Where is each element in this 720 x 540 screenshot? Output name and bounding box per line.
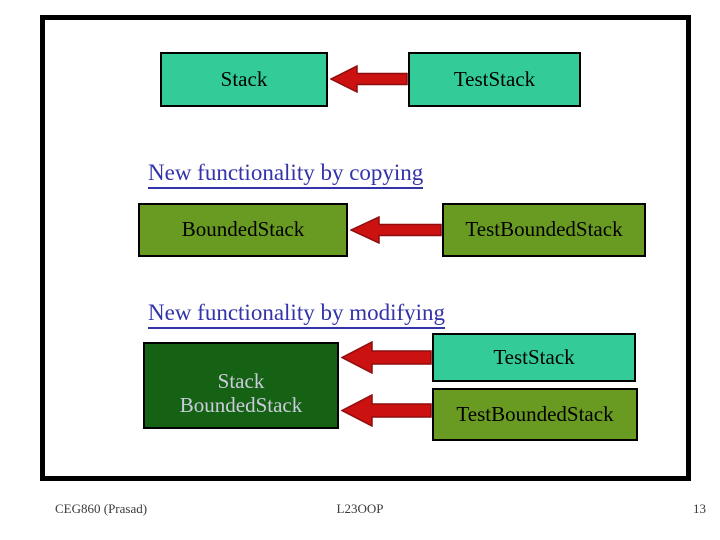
stack-box: Stack	[160, 52, 328, 107]
footer-lecture-label: L23OOP	[336, 501, 384, 516]
test-stack-box-2: TestStack	[432, 333, 636, 382]
merged-stack-line2: BoundedStack	[179, 392, 303, 417]
red-arrow-left-icon	[341, 341, 432, 374]
heading-modifying: New functionality by modifying	[148, 300, 446, 329]
test-bounded-stack-box: TestBoundedStack	[442, 203, 646, 257]
slide-frame: Stack TestStack New functionality by cop…	[40, 15, 691, 481]
red-arrow-left-icon	[350, 216, 442, 244]
bounded-stack-box: BoundedStack	[138, 203, 348, 257]
footer-course-label: CEG860 (Prasad)	[55, 501, 148, 516]
heading-copying: New functionality by copying	[148, 160, 424, 189]
merged-stack-line1: Stack	[217, 369, 265, 394]
test-stack-box: TestStack	[408, 52, 581, 107]
red-arrow-left-icon	[330, 65, 408, 93]
footer-page-number: 13	[693, 501, 706, 516]
merged-stack-box: Stack BoundedStack	[143, 342, 339, 429]
test-bounded-stack-box-2: TestBoundedStack	[432, 388, 638, 441]
red-arrow-left-icon	[341, 394, 432, 427]
